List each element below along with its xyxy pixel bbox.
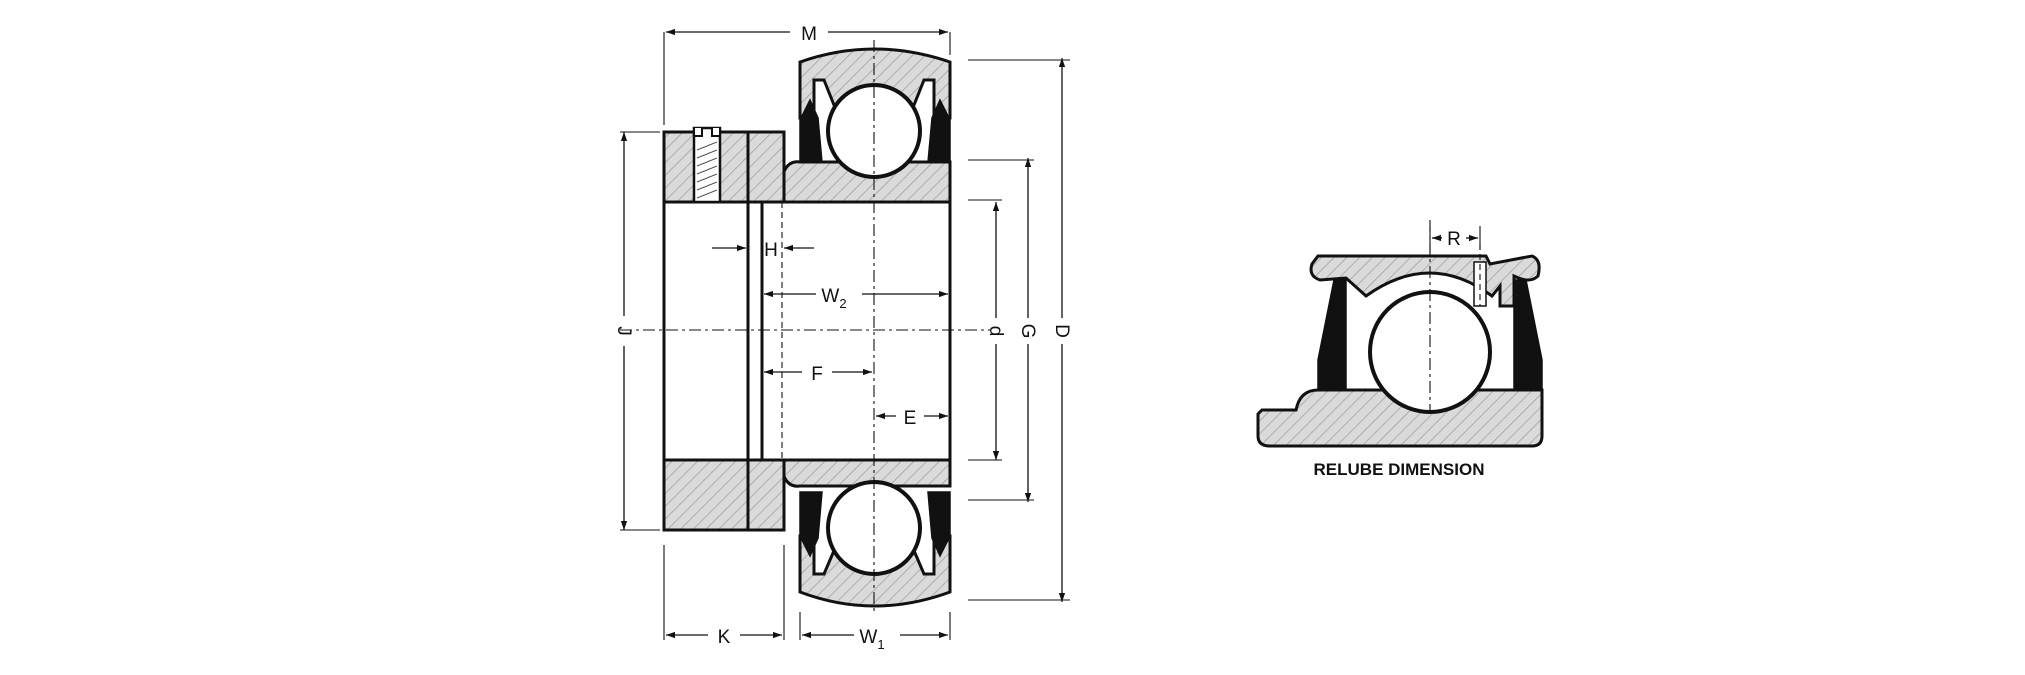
label-J: J [613, 326, 634, 336]
seal-top-left [799, 98, 823, 163]
dimension-K: K [666, 627, 782, 648]
locking-collar-bottom [662, 458, 786, 532]
label-W2: W [821, 286, 839, 307]
dimension-E: E [876, 408, 948, 429]
svg-text:W2: W2 [821, 286, 846, 311]
label-K: K [718, 627, 731, 648]
label-H: H [764, 240, 778, 261]
label-W1: W [859, 627, 877, 648]
dimension-F: F [764, 364, 872, 385]
dimension-D: D [1051, 58, 1072, 602]
label-F: F [811, 364, 823, 385]
svg-text:W1: W1 [859, 627, 884, 652]
relube-caption: RELUBE DIMENSION [1314, 460, 1485, 479]
main-section-view [620, 32, 1070, 640]
relube-seal-right [1513, 279, 1543, 391]
relube-detail-view: R RELUBE DIMENSION [1256, 220, 1544, 479]
label-G: G [1017, 324, 1038, 339]
dimension-M: M [666, 24, 948, 45]
label-W1-subscript: 1 [877, 637, 884, 652]
dimension-J: J [613, 132, 634, 530]
dimension-W2: W2 [764, 286, 948, 311]
ball-top [826, 83, 922, 179]
locking-collar-top [662, 130, 786, 204]
label-M: M [801, 24, 817, 45]
dimension-H: H [712, 240, 814, 261]
label-W2-subscript: 2 [839, 296, 846, 311]
label-E: E [904, 408, 917, 429]
dimension-d: d [985, 202, 1006, 460]
seal-bottom-right [927, 491, 951, 558]
seal-top-right [927, 98, 951, 163]
seal-bottom-left [799, 491, 823, 558]
relube-seal-left [1317, 279, 1347, 391]
relube-inner-ring [1256, 388, 1544, 448]
dimension-W1: W1 [802, 627, 948, 652]
label-D: D [1051, 324, 1072, 338]
label-R: R [1447, 229, 1461, 250]
dimension-G: G [1017, 158, 1038, 502]
set-screw [692, 126, 722, 204]
inner-ring-bottom [760, 458, 952, 488]
label-d: d [985, 326, 1006, 337]
